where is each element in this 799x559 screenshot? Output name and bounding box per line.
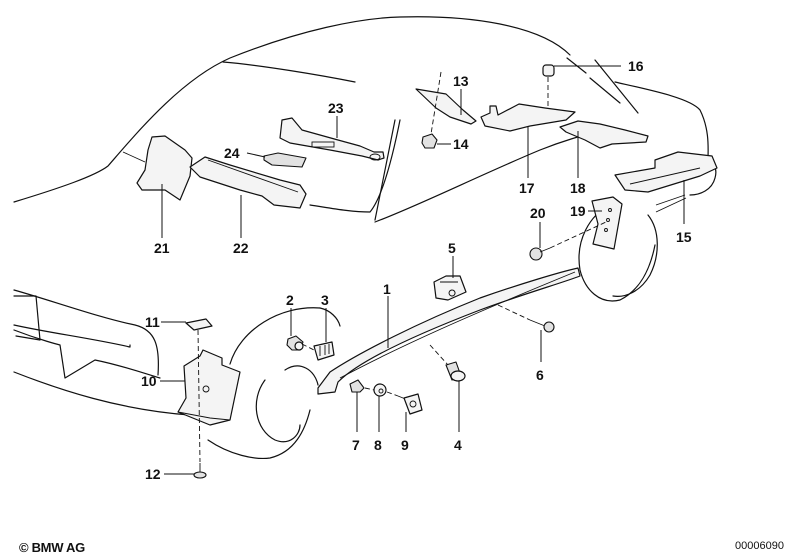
part-14-nut[interactable]: [421, 133, 438, 149]
part-7-spring-nut[interactable]: [349, 379, 365, 393]
part-3-clip[interactable]: [313, 341, 335, 361]
callout-3[interactable]: 3: [321, 292, 329, 308]
part-10-bracket[interactable]: [177, 349, 241, 426]
part-12-screw[interactable]: [193, 463, 207, 479]
callout-9[interactable]: 9: [401, 437, 409, 453]
part-13-shield[interactable]: [415, 88, 477, 125]
car-body-outline: [13, 16, 717, 460]
callout-18[interactable]: 18: [570, 180, 586, 196]
callout-19[interactable]: 19: [570, 203, 586, 219]
callout-5[interactable]: 5: [448, 240, 456, 256]
callout-14[interactable]: 14: [453, 136, 469, 152]
callout-2[interactable]: 2: [286, 292, 294, 308]
part-24-pad[interactable]: [263, 152, 307, 168]
callout-1[interactable]: 1: [383, 281, 391, 297]
assembly-lines: [197, 71, 607, 463]
callout-17[interactable]: 17: [519, 180, 535, 196]
leader-lines: [160, 65, 685, 475]
callout-6[interactable]: 6: [536, 367, 544, 383]
callout-23[interactable]: 23: [328, 100, 344, 116]
part-4-rivet[interactable]: [445, 361, 466, 382]
callout-12[interactable]: 12: [145, 466, 161, 482]
part-20-screw[interactable]: [529, 247, 551, 261]
part-22-duct[interactable]: [189, 156, 307, 209]
part-8-washer[interactable]: [373, 383, 387, 397]
callout-8[interactable]: 8: [374, 437, 382, 453]
part-16-cap[interactable]: [542, 64, 555, 77]
part-15-trim[interactable]: [614, 151, 718, 193]
part-17-plate[interactable]: [480, 103, 576, 132]
part-9-clip-nut[interactable]: [397, 393, 423, 415]
part-18-cover[interactable]: [559, 120, 649, 149]
callout-4[interactable]: 4: [454, 437, 462, 453]
callout-7[interactable]: 7: [352, 437, 360, 453]
callout-11[interactable]: 11: [145, 314, 160, 330]
part-6-screw[interactable]: [529, 319, 555, 333]
callout-15[interactable]: 15: [676, 229, 692, 245]
callout-labels: 1 2 3 4 5 6 7 8 9 10 11 12 13 14 15 16 1…: [141, 58, 692, 482]
part-1-sill-trim[interactable]: [317, 267, 581, 395]
callout-13[interactable]: 13: [453, 73, 469, 89]
part-2-grommet[interactable]: [286, 335, 304, 351]
part-11-speed-nut[interactable]: [185, 318, 213, 331]
callout-22[interactable]: 22: [233, 240, 249, 256]
part-21-bracket[interactable]: [136, 135, 193, 201]
diagram-number: 00006090: [735, 540, 784, 552]
part-19-splash-guard[interactable]: [591, 196, 623, 250]
callout-20[interactable]: 20: [530, 205, 546, 221]
part-23-panel[interactable]: [279, 117, 385, 161]
copyright-notice: © BMW AG: [19, 540, 85, 555]
callout-10[interactable]: 10: [141, 373, 157, 389]
part-5-bracket[interactable]: [433, 275, 467, 301]
callout-21[interactable]: 21: [154, 240, 170, 256]
callout-24[interactable]: 24: [224, 145, 240, 161]
callout-16[interactable]: 16: [628, 58, 644, 74]
